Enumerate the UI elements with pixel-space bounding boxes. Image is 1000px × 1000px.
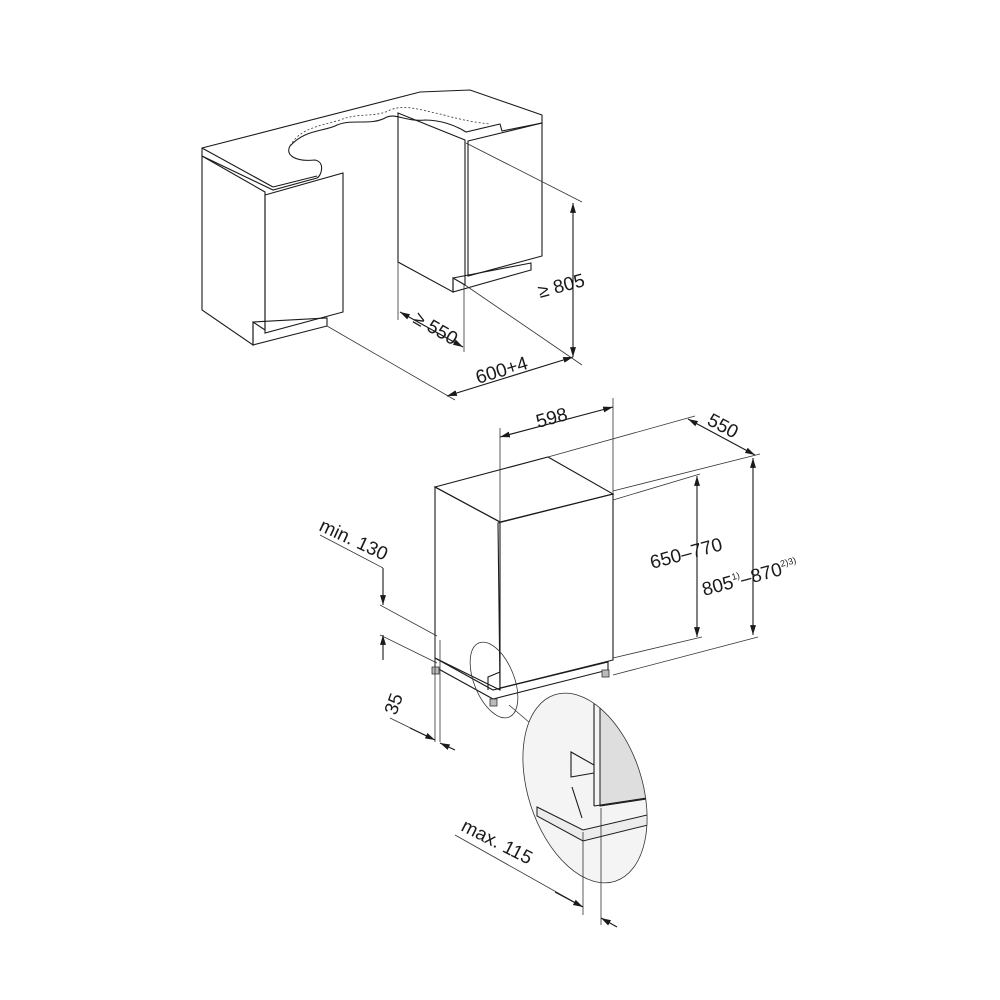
appliance-door (497, 493, 614, 689)
dim-label-805-870: 8051)–8702)3) (700, 555, 800, 601)
dim-label-min-130: min. 130 (316, 515, 391, 565)
dim-label-width: 600+4 (473, 353, 531, 389)
countertop (201, 89, 543, 191)
appliance-feet (431, 666, 610, 707)
appliance-top (433, 456, 615, 523)
dim-depth-550-appliance: 550 (547, 410, 761, 492)
appliance-drawing: 598 550 650–770 8051)–8702)3) (316, 398, 800, 928)
dim-height-805: ≥ 805 (464, 142, 587, 366)
dim-label-650-770: 650–770 (648, 534, 725, 573)
dim-width-598: 598 (499, 398, 614, 522)
right-cabinet (397, 112, 543, 293)
dim-depth-550: ≥ 550 (397, 262, 465, 352)
dim-total-height: 8051)–8702)3) (612, 458, 800, 676)
plinth-notch (487, 671, 501, 690)
dim-label-550: 550 (704, 410, 742, 443)
appliance-side (434, 486, 501, 691)
dim-label-598: 598 (534, 404, 570, 432)
dim-foot-35: 35 (381, 636, 456, 751)
kitchen-niche-drawing: ≥ 805 ≥ 550 600+4 (201, 89, 587, 401)
dim-label-max-115: max. 115 (458, 816, 536, 870)
dim-label-height: ≥ 805 (536, 270, 587, 303)
left-cabinet (201, 155, 344, 347)
dim-label-35: 35 (381, 691, 408, 718)
dim-door-height: 650–770 (612, 473, 725, 659)
appliance-plinth (434, 657, 609, 700)
dim-min-130: min. 130 (316, 515, 438, 664)
dim-label-depth: ≥ 550 (410, 308, 462, 350)
